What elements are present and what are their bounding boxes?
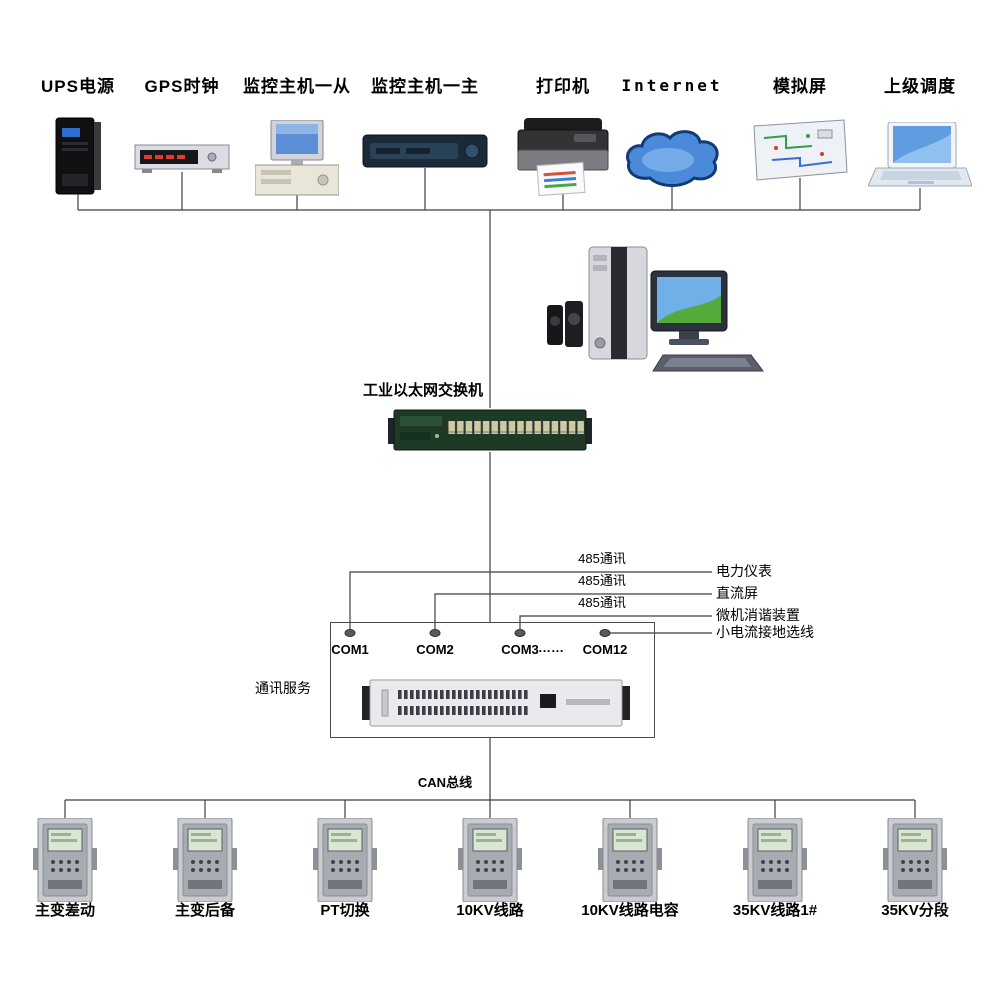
relay-icon-6 [743, 818, 807, 902]
workstation-icon [255, 120, 339, 196]
label-relay-5: 10KV线路电容 [581, 902, 679, 919]
laptop-icon [868, 122, 972, 187]
comm-server-box [330, 622, 655, 738]
label-relay-4: 10KV线路 [456, 902, 524, 919]
label-gps-clock: GPS时钟 [144, 77, 220, 96]
label-relay-6: 35KV线路1# [732, 902, 818, 919]
rs485-line-3 [519, 615, 712, 633]
server-computer-icon [547, 246, 764, 372]
top-device-drops [77, 168, 921, 210]
rs485-line-2 [434, 593, 712, 633]
bottom-device-drops [64, 800, 916, 820]
label-can-bus: CAN总线 [417, 775, 473, 790]
label-com12: COM12 [582, 642, 628, 657]
gps-clock-icon [134, 144, 230, 173]
label-com3: COM3 [501, 642, 539, 657]
ethernet-switch-icon [388, 409, 592, 451]
label-power-meter: 电力仪表 [716, 563, 772, 579]
label-printer: 打印机 [536, 77, 590, 96]
label-ethernet-switch: 工业以太网交换机 [362, 382, 483, 399]
label-com2: COM2 [416, 642, 454, 657]
rs485-line-1 [349, 571, 712, 633]
label-com1: COM1 [331, 642, 369, 657]
label-relay-3: PT切换 [320, 902, 370, 919]
label-rs485-3: 485通讯 [578, 595, 626, 610]
relay-icon-3 [313, 818, 377, 902]
com-ellipsis: …… [538, 640, 564, 655]
label-rs485-1: 485通讯 [578, 551, 626, 566]
label-comm-server: 通讯服务 [255, 680, 311, 696]
label-monitor-master: 监控主机一主 [371, 77, 479, 96]
relay-icon-5 [598, 818, 662, 902]
master-host-icon [362, 134, 488, 168]
printer-icon [517, 118, 609, 196]
comm-server-icon [362, 679, 630, 727]
com-port-dots [344, 629, 611, 637]
label-ground-selection: 小电流接地选线 [716, 624, 814, 640]
label-dc-panel: 直流屏 [716, 585, 758, 601]
label-mimic-panel: 模拟屏 [773, 77, 827, 96]
label-relay-2: 主变后备 [174, 902, 235, 919]
label-relay-1: 主变差动 [34, 902, 95, 919]
label-harmonic-device: 微机消谐装置 [716, 607, 800, 623]
mimic-panel-icon [753, 119, 848, 181]
label-monitor-slave: 监控主机一从 [243, 77, 351, 96]
internet-cloud-icon [626, 130, 719, 187]
relay-icon-1 [33, 818, 97, 902]
label-ups: UPS电源 [41, 77, 115, 96]
relay-icon-4 [458, 818, 522, 902]
label-dispatch: 上级调度 [884, 77, 956, 96]
label-rs485-2: 485通讯 [578, 573, 626, 588]
relay-icon-2 [173, 818, 237, 902]
ups-icon [55, 117, 101, 195]
label-relay-7: 35KV分段 [881, 902, 949, 919]
label-internet: Internet [621, 76, 723, 95]
relay-icon-7 [883, 818, 947, 902]
